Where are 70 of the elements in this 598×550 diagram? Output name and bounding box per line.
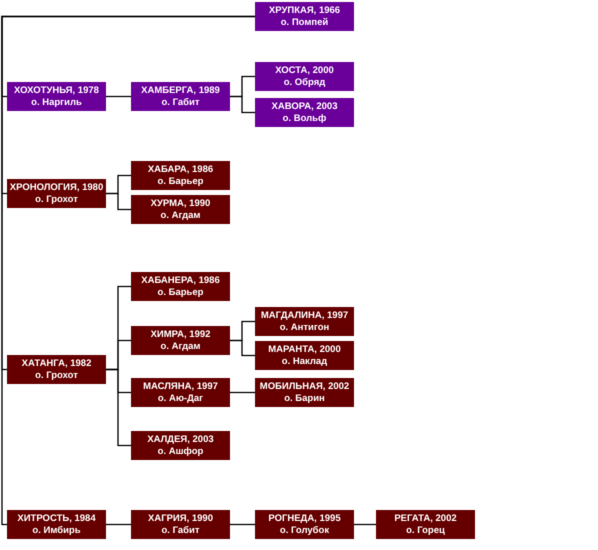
horse-box — [7, 82, 106, 111]
sire-name: о. Наклад — [282, 356, 328, 368]
sire-name: о. Грохот — [35, 194, 78, 206]
sire-name: о. Вольф — [282, 112, 326, 124]
horse-box — [131, 82, 230, 111]
connector-line — [106, 368, 131, 446]
horse-name: ХАГРИЯ, 1990 — [148, 512, 213, 524]
horse-name: ХУРМА, 1990 — [150, 198, 210, 210]
horse-name: ХАМБЕРГА, 1989 — [141, 84, 220, 96]
sire-name: о. Барьер — [158, 286, 204, 298]
connector-line — [230, 392, 255, 394]
horse-name: РЕГАТА, 2002 — [394, 512, 457, 524]
horse-box — [7, 179, 106, 208]
horse-name: ХАБАРА, 1986 — [148, 164, 214, 176]
horse-name: ХОХОТУНЬЯ, 1978 — [14, 84, 99, 96]
horse-name: ХОСТА, 2000 — [275, 64, 334, 76]
sire-name: о. Барьер — [158, 176, 204, 188]
horse-name: ХИМРА, 1992 — [150, 328, 210, 340]
horse-box — [255, 510, 354, 539]
horse-box — [131, 378, 230, 407]
horse-box — [131, 431, 230, 460]
sire-name: о. Помпей — [280, 16, 328, 28]
horse-name: ХАВОРА, 2003 — [272, 100, 338, 112]
horse-box — [255, 341, 354, 370]
sire-name: о. Барин — [284, 392, 325, 404]
horse-box — [255, 2, 354, 31]
sire-name: о. Агдам — [160, 340, 200, 352]
horse-box — [131, 272, 230, 301]
horse-name: РОГНЕДА, 1995 — [268, 512, 341, 524]
connector-line — [106, 96, 131, 98]
sire-name: о. Габит — [162, 96, 200, 108]
horse-name: МАРАНТА, 2000 — [268, 344, 341, 356]
sire-name: о. Агдам — [160, 210, 200, 222]
connector-line — [230, 524, 255, 526]
horse-box — [7, 355, 106, 384]
horse-box — [131, 326, 230, 355]
sire-name: о. Габит — [162, 524, 200, 536]
horse-name: ХРУПКАЯ, 1966 — [268, 4, 340, 16]
horse-box — [131, 510, 230, 539]
horse-box — [255, 98, 354, 127]
sire-name: о. Антигон — [280, 322, 330, 334]
connector-line — [106, 192, 131, 210]
connector-line — [230, 340, 255, 356]
horse-box — [131, 161, 230, 190]
connector-line — [1, 16, 255, 526]
horse-name: ХРОНОЛОГИЯ, 1980 — [10, 182, 104, 194]
horse-name: ХИТРОСТЬ, 1984 — [17, 512, 96, 524]
horse-box — [255, 378, 354, 407]
sire-name: о. Грохот — [35, 370, 78, 382]
connector-line — [354, 524, 376, 526]
connector-line — [230, 96, 255, 114]
sire-name: о. Аю-Даг — [158, 392, 204, 404]
sire-name: о. Горец — [406, 524, 445, 536]
horse-name: ХАЛДЕЯ, 2003 — [147, 434, 214, 446]
sire-name: о. Ашфор — [158, 446, 204, 458]
horse-name: МОБИЛЬНАЯ, 2002 — [260, 380, 350, 392]
sire-name: о. Обряд — [284, 76, 326, 88]
horse-name: МАСЛЯНА, 1997 — [143, 380, 218, 392]
horse-name: МАГДАЛИНА, 1997 — [260, 310, 348, 322]
horse-name: ХАБАНЕРА, 1986 — [141, 274, 220, 286]
horse-box — [255, 62, 354, 91]
sire-name: о. Наргиль — [31, 96, 82, 108]
horse-name: ХАТАНГА, 1982 — [22, 358, 92, 370]
horse-box — [255, 307, 354, 336]
sire-name: о. Имбирь — [32, 524, 81, 536]
sire-name: о. Голубок — [280, 524, 330, 536]
horse-box — [7, 510, 106, 539]
horse-box — [376, 510, 475, 539]
connector-line — [106, 524, 131, 526]
horse-box — [131, 195, 230, 224]
